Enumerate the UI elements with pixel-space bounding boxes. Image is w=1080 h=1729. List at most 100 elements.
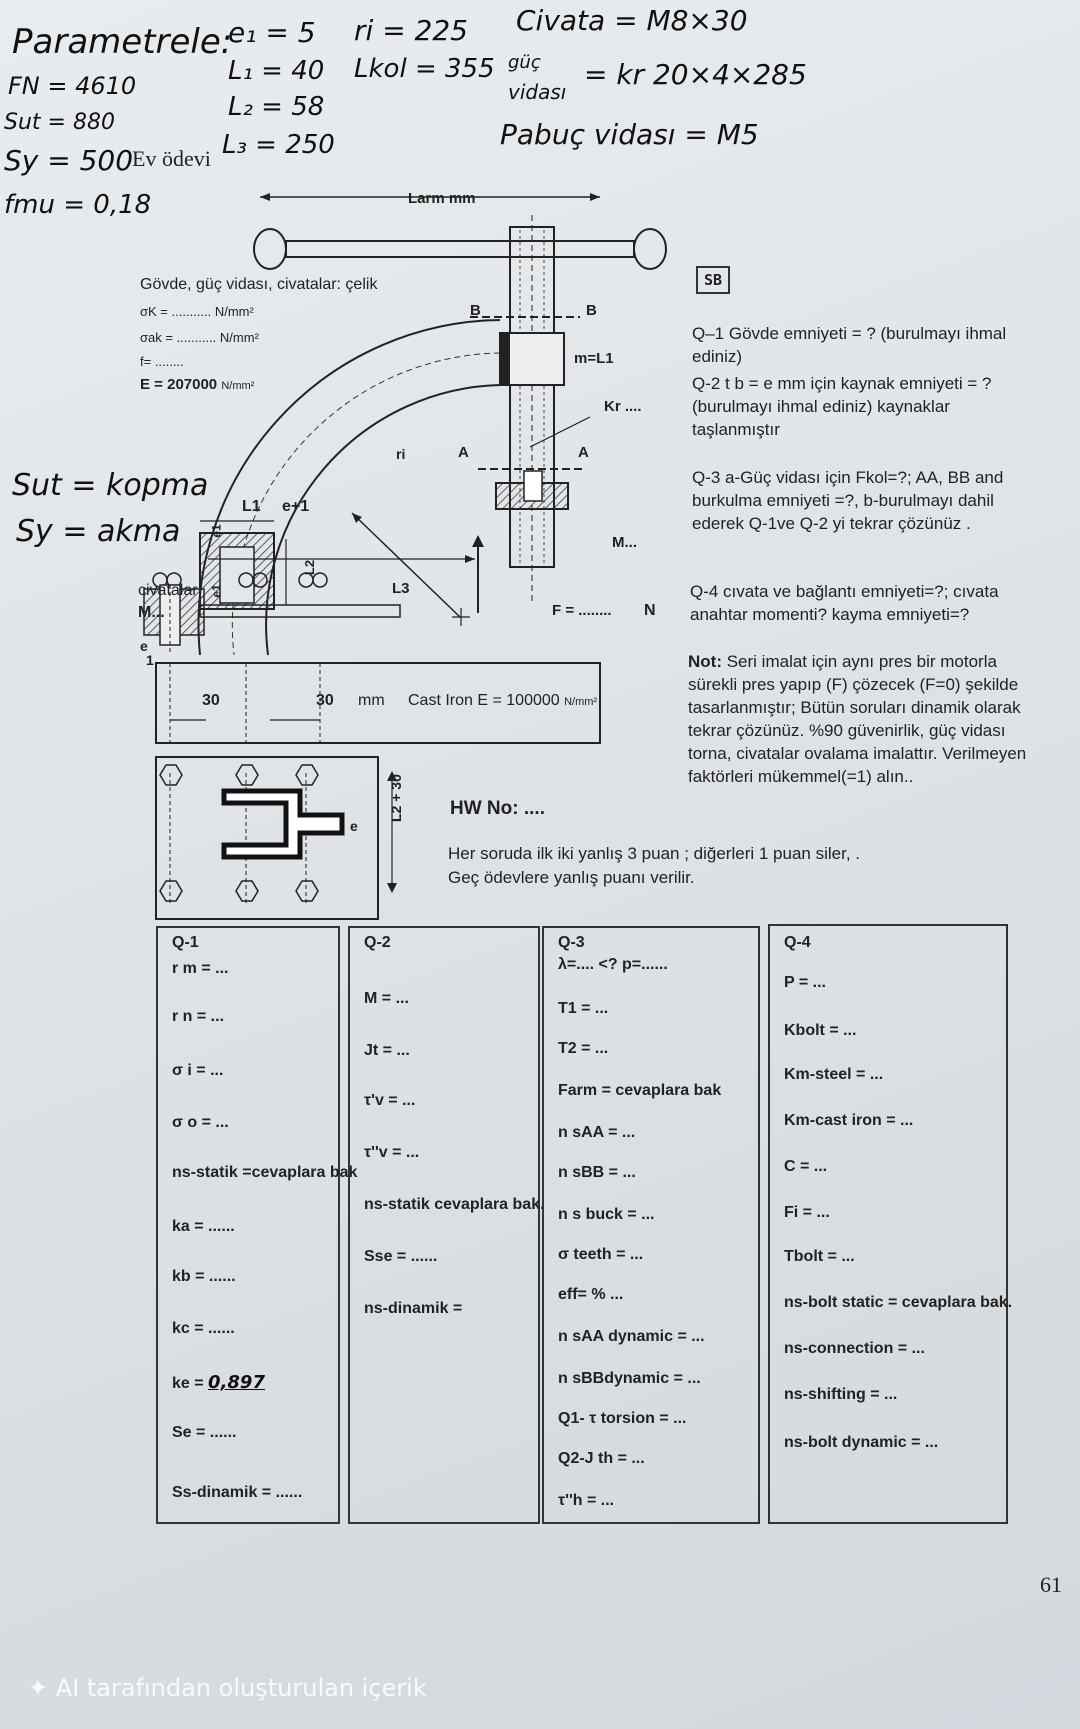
param-pabuc: Pabuç vidası = M5 — [500, 118, 759, 151]
answer-q1-se: Se = ...... — [172, 1424, 237, 1441]
answer-q1-kb: kb = ...... — [172, 1268, 236, 1285]
plan-e-label: e — [350, 818, 358, 834]
answer-q3-nsbb: n sBB = ... — [558, 1164, 636, 1181]
label-e1-b: e1 — [209, 584, 224, 598]
page-number: 61 — [1040, 1572, 1062, 1597]
answer-q1-ns-statik: ns-statik =cevaplara bak — [172, 1164, 358, 1181]
answer-q3-nsaa: n sAA = ... — [558, 1124, 636, 1141]
answer-q3-q2-jth: Q2-J th = ... — [558, 1450, 645, 1467]
param-ri: ri = 225 — [354, 14, 468, 47]
answer-q3-sigma-teeth: σ teeth = ... — [558, 1246, 644, 1263]
answer-q4-ns-bolt-dynamic: ns-bolt dynamic = ... — [784, 1434, 939, 1451]
answer-q1-ke-label: ke = — [172, 1375, 204, 1392]
ke-handwritten-value: 0,897 — [208, 1372, 265, 1393]
param-lkol: Lkol = 355 — [354, 54, 495, 84]
param-civata: Civata = M8×30 — [516, 4, 748, 37]
sigma-k-label: σK = ........... N/mm² — [140, 304, 254, 319]
answer-q4-fi: Fi = ... — [784, 1204, 830, 1221]
answer-q1-rn: r n = ... — [172, 1008, 225, 1025]
param-l2: L₂ = 58 — [228, 92, 325, 122]
sb-icon: SB — [696, 266, 730, 294]
answer-q3-nsaa-dynamic: n sAA dynamic = ... — [558, 1328, 705, 1345]
answer-q2-jt: Jt = ... — [364, 1042, 410, 1059]
param-e1: e₁ = 5 — [228, 16, 316, 49]
handle — [253, 193, 667, 270]
label-l2: L2 — [302, 559, 318, 576]
note-block: Not: Seri imalat için aynı pres bir moto… — [688, 650, 1028, 788]
note-label: Not: — [688, 652, 722, 671]
frame-base — [199, 532, 401, 618]
ev-odevi: Ev ödevi — [132, 146, 211, 171]
plan-view — [155, 756, 397, 920]
answer-q1-ss-dinamik: Ss-dinamik = ...... — [172, 1484, 303, 1501]
answer-q4-c: C = ... — [784, 1158, 828, 1175]
sut-definition: Sut = kopma — [12, 468, 209, 503]
cast-iron-label: Cast Iron E = 100000 N/mm² — [408, 692, 597, 710]
answer-q3-tau-h: τ''h = ... — [558, 1492, 615, 1509]
answer-q3-nsbuck: n s buck = ... — [558, 1206, 655, 1223]
answer-q4-ns-shifting: ns-shifting = ... — [784, 1386, 898, 1403]
sparkle-icon: ✦ — [28, 1674, 49, 1702]
param-l1: L₁ = 40 — [228, 56, 325, 86]
label-kr: Kr .... — [604, 398, 642, 415]
press-drawing — [143, 193, 667, 920]
param-guc-value: = kr 20×4×285 — [584, 58, 807, 91]
answer-q3-eff: eff= % ... — [558, 1286, 624, 1303]
param-l3: L₃ = 250 — [222, 130, 335, 160]
answer-q2-m: M = ... — [364, 990, 409, 1007]
label-l1: L1 — [242, 498, 261, 515]
label-e-plus-1: e+1 — [282, 498, 310, 515]
e-steel-unit: N/mm² — [221, 380, 255, 392]
answer-q4-ns-bolt-static: ns-bolt static = cevaplara bak. — [784, 1294, 1013, 1311]
param-sy: Sy = 500 — [4, 144, 134, 177]
label-e1-a: e1 — [209, 524, 224, 538]
answer-q4-km-cast-iron: Km-cast iron = ... — [784, 1112, 914, 1129]
answer-q4-ns-connection: ns-connection = ... — [784, 1340, 925, 1357]
label-m-l1: m=L1 — [574, 350, 614, 367]
answer-box-q1: Q-1 r m = ... r n = ... σ i = ... σ o = … — [156, 926, 357, 1524]
answer-box-q4: Q-4 P = ... Kbolt = ... Km-steel = ... K… — [768, 924, 1012, 1524]
answer-q3-lambda: λ=.... <? p=...... — [558, 956, 668, 973]
larm-label: Larm mm — [408, 190, 476, 207]
answer-q3-t1: T1 = ... — [558, 1000, 609, 1017]
power-screw — [509, 215, 555, 605]
answer-q2-title: Q-2 — [364, 934, 391, 951]
cast-iron-base — [155, 662, 601, 744]
e-steel-label: E = 207000 N/mm² — [140, 376, 254, 393]
label-civatalar-m: M... — [138, 604, 165, 621]
question-1: Q–1 Gövde emniyeti = ? (burulmayı ihmal … — [692, 324, 1007, 366]
answer-q2-sse: Sse = ...... — [364, 1248, 438, 1265]
label-b-right: B — [586, 302, 597, 319]
dim-30a: 30 — [202, 692, 220, 709]
question-2: Q-2 t b = e mm için kaynak emniyeti = ? … — [692, 374, 992, 439]
label-n-unit: N — [644, 602, 656, 619]
answer-q1-ke: ke = 0,897 — [172, 1372, 265, 1393]
answer-q3-q1-torsion: Q1- τ torsion = ... — [558, 1410, 687, 1427]
f-label: f= ........ — [140, 354, 184, 369]
param-fmu: fmu = 0,18 — [4, 190, 152, 220]
answer-q1-ka: ka = ...... — [172, 1218, 235, 1235]
answer-q4-kbolt: Kbolt = ... — [784, 1022, 857, 1039]
hw-no: HW No: .... — [450, 798, 545, 819]
answer-q1-sigma-i: σ i = ... — [172, 1062, 224, 1079]
ai-footer: ✦ AI tarafından oluşturulan içerik — [28, 1674, 427, 1702]
question-4: Q-4 cıvata ve bağlantı emniyeti=?; cıvat… — [690, 582, 999, 624]
label-m-dots: M... — [612, 534, 637, 551]
answer-q3-farm: Farm = cevaplara bak — [558, 1082, 722, 1099]
param-fn: FN = 4610 — [8, 72, 137, 100]
answer-q1-sigma-o: σ o = ... — [172, 1114, 229, 1131]
answer-q1-rm: r m = ... — [172, 960, 229, 977]
label-civatalar: civatalar — [138, 582, 198, 599]
e-steel-value: E = 207000 — [140, 376, 218, 393]
plan-dim-label: L2 + 30 — [388, 774, 404, 822]
answer-box-q2: Q-2 M = ... Jt = ... τ'v = ... τ''v = ..… — [348, 926, 545, 1524]
label-l3: L3 — [392, 580, 410, 597]
param-title: Parametrele: — [12, 22, 233, 62]
answer-q3-title: Q-3 — [558, 934, 585, 951]
cast-iron-text: Cast Iron E = 100000 — [408, 692, 560, 709]
penalty-line-2: Geç ödevlere yanlış puanı verilir. — [448, 868, 695, 887]
penalty-line-1: Her soruda ilk iki yanlış 3 puan ; diğer… — [448, 844, 860, 863]
mm-label: mm — [358, 692, 385, 709]
nut — [499, 332, 565, 386]
label-e-small: e — [140, 638, 148, 654]
